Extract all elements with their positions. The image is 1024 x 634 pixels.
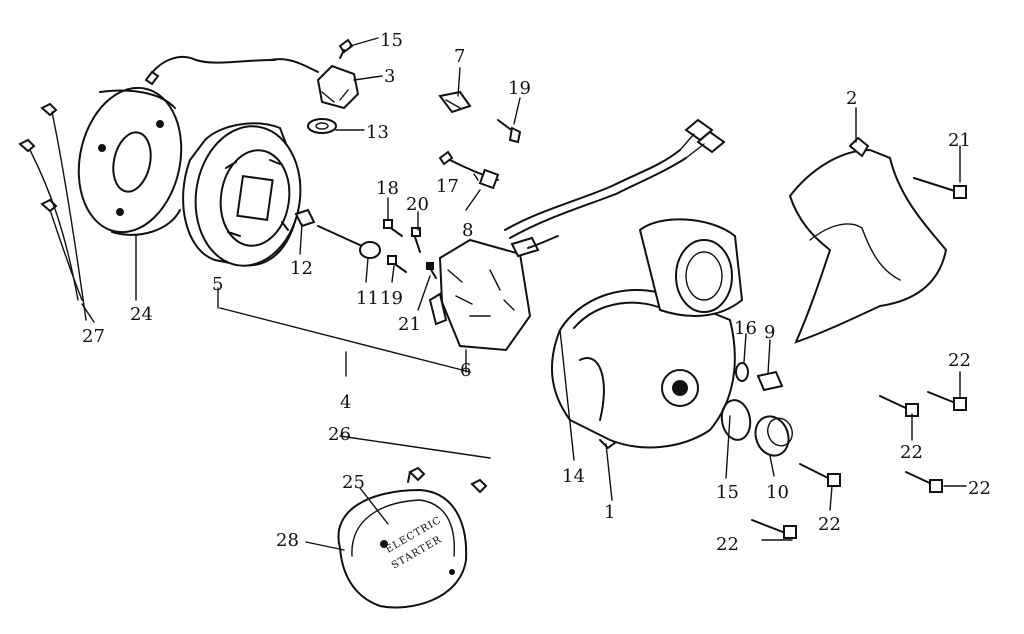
part-grommet	[307, 118, 337, 134]
part-wire-harness	[504, 118, 726, 239]
callout-24: 24	[130, 304, 153, 325]
callout-14: 14	[562, 466, 585, 487]
callout-21-upper: 20	[406, 194, 429, 215]
callout-8: 8	[462, 220, 473, 241]
part-bolt-20	[497, 119, 522, 144]
callout-2: 2	[846, 88, 857, 109]
bracket-lines-4	[219, 307, 471, 373]
part-starter-cover: ELECTRIC STARTER	[337, 435, 491, 609]
callout-5: 5	[212, 274, 223, 295]
callout-17: 17	[436, 176, 459, 197]
callout-28: 28	[276, 530, 299, 551]
part-rotor	[182, 122, 302, 267]
part-stator	[428, 235, 559, 352]
callout-27: 27	[82, 326, 105, 347]
callout-6: 6	[460, 360, 471, 381]
callout-20: 19	[508, 78, 531, 99]
part-bolts-wire	[18, 102, 87, 321]
callout-22-bottom-left: 22	[716, 534, 739, 555]
callout-22-top: 21	[948, 130, 971, 151]
part-side-cover	[788, 136, 948, 344]
part-bolts-22	[751, 177, 967, 539]
callout-13: 13	[366, 122, 389, 143]
callout-22-bottom-mid: 22	[818, 514, 841, 535]
callout-18: 15	[380, 30, 403, 51]
callout-12: 12	[290, 258, 313, 279]
part-sensor	[438, 150, 500, 190]
part-screw-18	[338, 38, 354, 59]
callout-26: 26	[328, 424, 351, 445]
part-stator-screws	[294, 208, 437, 279]
callout-labels: 15 3 13 7 19 17 8 18 20 19 21 11 12 5 6 …	[82, 30, 991, 555]
callout-21-lower: 21	[398, 314, 421, 335]
callout-3: 3	[384, 66, 395, 87]
callout-16: 16	[734, 318, 757, 339]
callout-22-right-lower: 22	[968, 478, 991, 499]
callout-4: 4	[340, 392, 351, 413]
callout-22-right-mid: 22	[900, 442, 923, 463]
callout-7: 7	[454, 46, 465, 67]
callout-15: 15	[716, 482, 739, 503]
part-pickup-coil	[144, 55, 360, 110]
leader-lines	[81, 37, 967, 551]
part-caps-and-seals	[720, 362, 793, 457]
part-crankcase-cover	[551, 218, 744, 449]
callout-19-lower: 19	[380, 288, 403, 309]
callout-10: 10	[766, 482, 789, 503]
callout-1: 1	[604, 502, 615, 523]
callout-25: 25	[342, 472, 365, 493]
callout-22-right-upper: 22	[948, 350, 971, 371]
callout-11: 11	[356, 288, 379, 309]
part-flywheel-plate	[77, 86, 183, 236]
part-clamp	[438, 90, 472, 114]
callout-9: 9	[764, 322, 775, 343]
callout-19-upper: 18	[376, 178, 399, 199]
